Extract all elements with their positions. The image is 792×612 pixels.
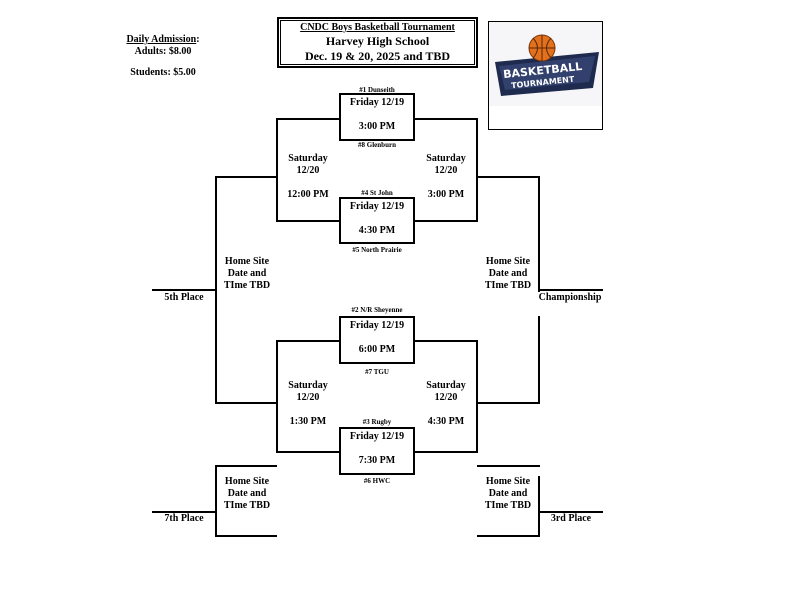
bracket-line [215,465,277,467]
tbd-line2: Date and [488,488,528,499]
semi-top-right-date: 12/20 [434,165,458,176]
bracket-line [152,511,216,513]
game4-top-team: #3 Rugby [362,418,392,426]
game2-box: Friday 12/19 4:30 PM [339,197,415,244]
game3-day: Friday 12/19 [349,320,405,331]
semi-top-left: Saturday 12/20 12:00 PM [277,153,339,197]
game4-day: Friday 12/19 [349,431,405,442]
tbd-line3: TIme TBD [484,280,532,291]
bracket-line [276,118,278,222]
seventh-place-tbd: Home Site Date and TIme TBD [218,476,276,512]
bracket-line [477,465,540,467]
bracket-line [538,176,540,296]
tbd-line1: Home Site [224,256,270,267]
bracket-line [215,176,277,178]
semi-bottom-right-date: 12/20 [434,392,458,403]
third-place-label: 3rd Place [550,513,592,524]
bracket-line [215,402,277,404]
tbd-line1: Home Site [485,256,531,267]
semi-bottom-left-time: 1:30 PM [289,416,327,427]
bracket-line [539,289,603,291]
fifth-place-tbd: Home Site Date and TIme TBD [218,256,276,292]
game4-box: Friday 12/19 7:30 PM [339,427,415,475]
game2-time: 4:30 PM [358,225,396,236]
game1-time: 3:00 PM [358,121,396,132]
game3-top-team: #2 N/R Sheyenne [351,306,403,314]
admission-info: Daily Admission: Adults: $8.00 Students:… [118,34,208,79]
admission-title-colon: : [196,34,200,45]
tbd-line3: TIme TBD [223,280,271,291]
tournament-logo: BASKETBALL TOURNAMENT [488,21,603,130]
game3-time: 6:00 PM [358,344,396,355]
admission-title-row: Daily Admission: [118,34,208,46]
semi-top-right: Saturday 12/20 3:00 PM [415,153,477,197]
game3-box: Friday 12/19 6:00 PM [339,316,415,364]
admission-students: Students: $5.00 [130,67,196,78]
semi-top-left-date: 12/20 [296,165,320,176]
fifth-place-label: 5th Place [164,292,204,303]
tbd-line2: Date and [227,488,267,499]
bracket-line [414,340,478,342]
bracket-line [277,220,340,222]
semi-top-right-time: 3:00 PM [427,189,465,197]
tbd-line2: Date and [488,268,528,279]
game1-day: Friday 12/19 [349,97,405,108]
semi-bottom-left: Saturday 12/20 1:30 PM [277,380,339,428]
semi-bottom-right-day: Saturday [426,380,466,391]
header-line3: Dec. 19 & 20, 2025 and TBD [304,49,451,63]
game1-top-team: #1 Dunseith [359,86,395,94]
bracket-line [539,511,603,513]
game1-box: Friday 12/19 3:00 PM [339,93,415,141]
game4-bottom-team: #6 HWC [363,477,391,485]
third-place-tbd: Home Site Date and TIme TBD [479,476,537,512]
bracket-line [276,340,278,453]
tbd-line1: Home Site [485,476,531,487]
header-line1: CNDC Boys Basketball Tournament [300,22,455,33]
bracket-line [414,118,478,120]
semi-bottom-left-day: Saturday [288,380,328,391]
bracket-line [215,535,277,537]
game2-day: Friday 12/19 [349,201,405,212]
semi-bottom-left-date: 12/20 [296,392,320,403]
bracket-line [277,340,340,342]
bracket-line [477,402,540,404]
tbd-line1: Home Site [224,476,270,487]
bracket-line [477,176,540,178]
bracket-line [538,316,540,404]
semi-top-left-day: Saturday [288,153,328,164]
semi-bottom-right: Saturday 12/20 4:30 PM [415,380,477,428]
bracket-line [477,535,540,537]
semi-bottom-right-time: 4:30 PM [427,416,465,427]
bracket-line [414,220,478,222]
admission-title: Daily Admission [126,34,197,45]
bracket-line [476,118,478,222]
game1-bottom-team: #8 Glenburn [358,141,396,149]
bracket-line [277,118,340,120]
seventh-place-label: 7th Place [164,513,204,524]
bracket-line [215,465,217,537]
tournament-header: CNDC Boys Basketball Tournament Harvey H… [277,17,478,68]
championship-label: Championship [535,292,605,304]
bracket-line [414,451,478,453]
bracket-line [538,476,540,537]
game2-top-team: #4 St John [361,189,393,197]
header-line2: Harvey High School [325,34,430,48]
game3-bottom-team: #7 TGU [365,368,389,376]
admission-adults: Adults: $8.00 [134,46,192,57]
semi-top-left-time: 12:00 PM [287,189,329,197]
semi-top-right-day: Saturday [426,153,466,164]
bracket-line [215,176,217,404]
tbd-line3: TIme TBD [223,500,271,511]
game2-bottom-team: #5 North Prairie [352,246,402,254]
tbd-line2: Date and [227,268,267,279]
bracket-line [476,340,478,453]
bracket-line [277,451,340,453]
tbd-line3: TIme TBD [484,500,532,511]
championship-tbd: Home Site Date and TIme TBD [479,256,537,292]
game4-time: 7:30 PM [358,455,396,466]
bracket-line [152,289,216,291]
basketball-tournament-logo-graphic: BASKETBALL TOURNAMENT [489,22,602,106]
